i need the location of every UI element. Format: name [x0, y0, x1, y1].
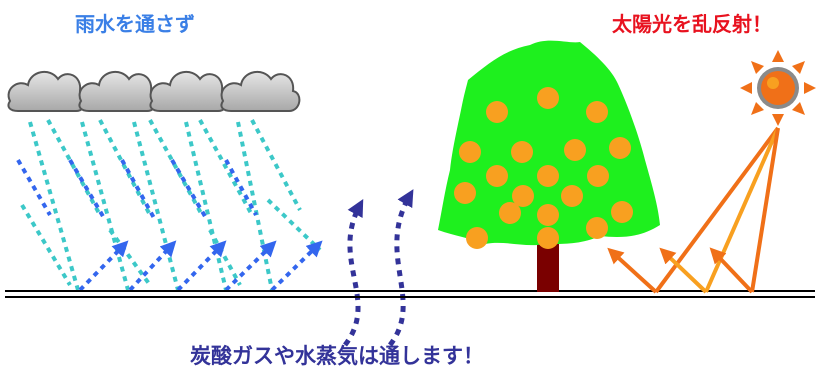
tree-icon — [438, 40, 660, 292]
cloud-icon — [149, 70, 230, 112]
cloud-icon — [220, 70, 301, 112]
rain-label: 雨水を通さず — [75, 12, 195, 36]
ground-line — [5, 290, 815, 298]
cloud-icon — [7, 70, 88, 112]
sun-icon — [740, 50, 816, 126]
fruits — [454, 87, 633, 249]
cloud-icon — [78, 70, 159, 112]
gas-vapor-label: 炭酸ガスや水蒸気は通します！ — [190, 344, 484, 368]
rain-drops-blue — [16, 158, 258, 220]
sunlight-label: 太陽光を乱反射！ — [612, 12, 772, 36]
sun-rays — [607, 126, 780, 294]
rain-drops — [20, 119, 322, 291]
vapor-arrows — [343, 189, 414, 347]
rain-splash-arrows — [78, 240, 323, 292]
